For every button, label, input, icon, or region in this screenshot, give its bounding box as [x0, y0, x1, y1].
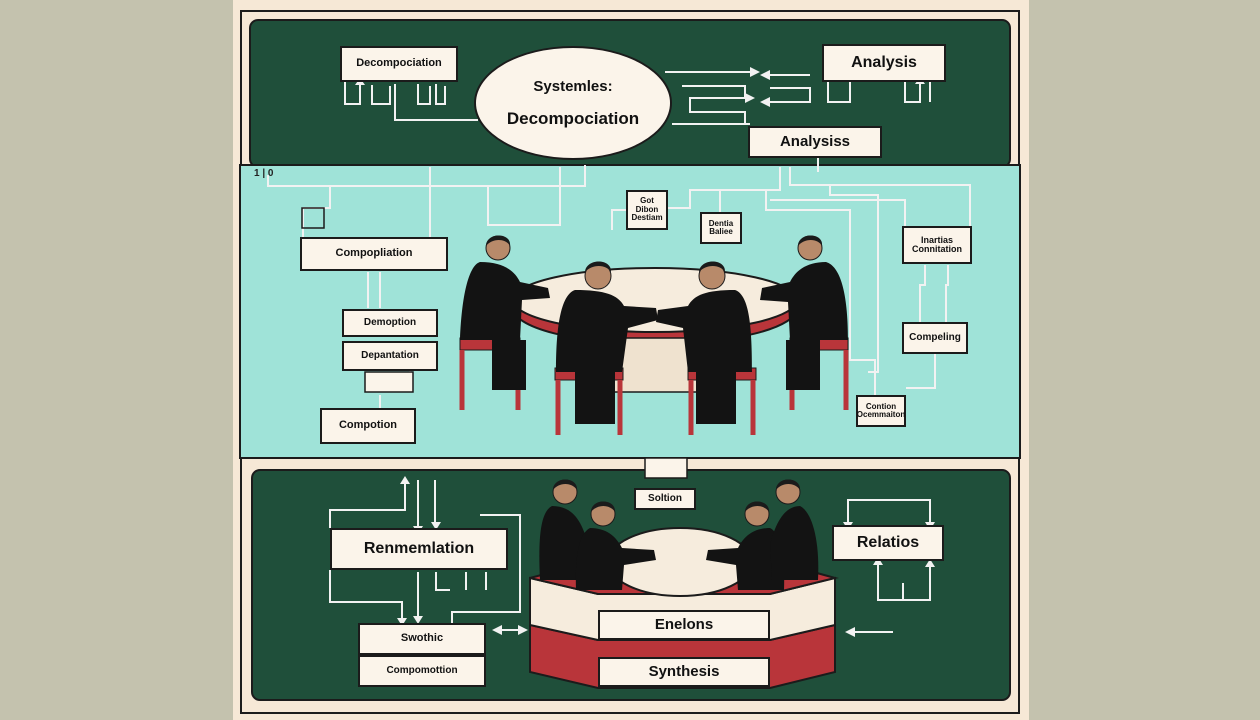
bottom-person-2: [575, 501, 656, 590]
top-connectors: [344, 71, 931, 125]
middle-center-label-2: Dentia Baliee: [700, 212, 742, 244]
middle-right-label-1: Inartias Connitation: [902, 226, 972, 264]
person-center-right: [656, 261, 752, 424]
bottom-person-3: [706, 501, 785, 590]
analysiss-label: Analysiss: [748, 126, 882, 158]
middle-people: [460, 235, 848, 424]
person-right: [760, 235, 848, 390]
bottom-left-label-1: Renmemlation: [330, 528, 508, 570]
middle-left-label-2: Demoption: [342, 309, 438, 337]
table-label-synthesis: Synthesis: [598, 657, 770, 687]
middle-left-label-3: Depantation: [342, 341, 438, 371]
bottom-connectors: [329, 480, 931, 633]
table-label-elements: Enelons: [598, 610, 770, 640]
corner-mark: 1 | 0: [254, 168, 274, 179]
person-center-left: [556, 261, 658, 424]
bottom-people: [539, 479, 819, 590]
oval-title: Systemles:: [533, 77, 613, 95]
middle-left-label-4: Compotion: [320, 408, 416, 444]
small-stack-box: [364, 371, 414, 393]
connector-box: [644, 457, 688, 479]
relations-label: Relatios: [832, 525, 944, 561]
bottom-person-1: [539, 479, 588, 580]
bottom-left-label-2: Swothic: [358, 623, 486, 655]
bottom-left-label-3: Compomottion: [358, 655, 486, 687]
middle-connectors: [267, 158, 971, 408]
small-square-marker: [301, 207, 325, 229]
middle-right-label-3: Contion Ocemmaiton: [856, 395, 906, 427]
middle-center-label-1: Got Dibon Destiam: [626, 190, 668, 230]
bottom-person-4: [770, 479, 819, 580]
oval-subtitle: Decompociation: [506, 108, 640, 128]
middle-left-label-1: Compopliation: [300, 237, 448, 271]
systems-decomposition-oval: Systemles: Decompociation: [474, 46, 672, 160]
solution-connector-label: Soltion: [634, 488, 696, 510]
person-left: [460, 235, 550, 390]
decomposition-label: Decompociation: [340, 46, 458, 82]
middle-right-label-2: Compeling: [902, 322, 968, 354]
analysis-label: Analysis: [822, 44, 946, 82]
